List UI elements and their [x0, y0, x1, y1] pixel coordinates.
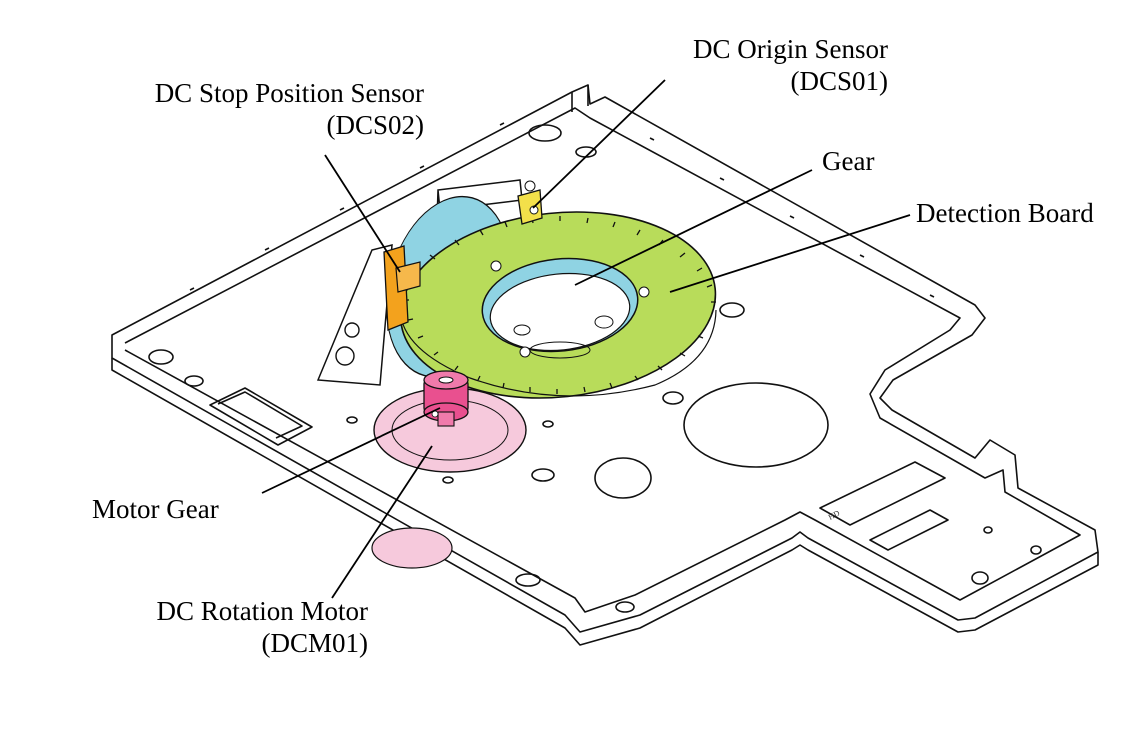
label-dc-rotation-motor-line2: (DCM01) [261, 628, 369, 658]
label-motor-gear: Motor Gear [92, 494, 219, 524]
label-dc-stop-position-sensor-line2: (DCS02) [326, 110, 424, 140]
label-dc-rotation-motor-line1: DC Rotation Motor [156, 596, 368, 626]
label-dc-origin-sensor-line2: (DCS01) [790, 66, 888, 96]
label-dc-origin-sensor-line1: DC Origin Sensor [693, 34, 888, 64]
dc-stop-position-sensor [383, 245, 421, 331]
label-dc-stop-position-sensor-line1: DC Stop Position Sensor [154, 78, 424, 108]
label-detection-board: Detection Board [916, 198, 1094, 228]
bracket-screw-2 [344, 322, 360, 338]
label-dc-origin-sensor: DC Origin Sensor (DCS01) [600, 33, 888, 97]
leader-lines [261, 79, 911, 599]
label-dc-stop-position-sensor: DC Stop Position Sensor (DCS02) [60, 77, 424, 141]
leader-dc-rotation-motor [331, 445, 433, 599]
motor-gear [423, 370, 469, 427]
leader-origin-sensor [532, 79, 666, 209]
label-dc-rotation-motor: DC Rotation Motor (DCM01) [80, 595, 368, 659]
bracket-screw-1 [335, 346, 355, 366]
detection-board [399, 211, 717, 399]
label-gear: Gear [822, 146, 875, 176]
stop-sensor-bracket [316, 244, 393, 386]
leader-gear [574, 169, 813, 286]
dc-rotation-motor-lower [371, 527, 453, 569]
leader-stop-position-sensor [324, 154, 401, 273]
dc-origin-sensor [517, 180, 543, 225]
leader-detection-board [669, 214, 911, 293]
leader-motor-gear [261, 407, 441, 494]
